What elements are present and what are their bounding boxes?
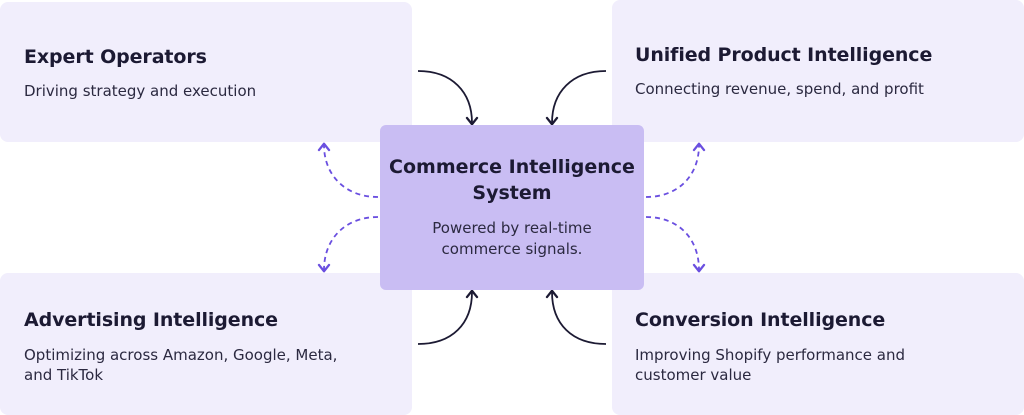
arrow-bottom-left-inbound: [417, 289, 479, 345]
arrow-right-down-outbound: [645, 216, 706, 273]
center-subtitle: Powered by real-time commerce signals.: [432, 219, 592, 258]
card-unified-product-intelligence: Unified Product Intelligence Connecting …: [612, 0, 1024, 142]
card-conversion-intelligence: Conversion Intelligence Improving Shopif…: [612, 273, 1024, 415]
card-description: Connecting revenue, spend, and profit: [635, 80, 924, 98]
card-title: Unified Product Intelligence: [635, 44, 933, 66]
arrow-right-up-outbound: [645, 142, 706, 198]
card-title: Expert Operators: [24, 46, 207, 68]
card-expert-operators: Expert Operators Driving strategy and ex…: [0, 2, 412, 142]
center-title: Commerce Intelligence System: [389, 156, 635, 204]
arrow-left-up-outbound: [317, 142, 379, 198]
card-advertising-intelligence: Advertising Intelligence Optimizing acro…: [0, 273, 412, 415]
arrow-left-down-outbound: [317, 216, 379, 273]
arrow-top-right-inbound: [545, 70, 607, 126]
center-system-box: Commerce Intelligence System Powered by …: [380, 125, 644, 290]
card-description: Improving Shopify performance and custom…: [635, 346, 906, 384]
card-title: Advertising Intelligence: [24, 309, 278, 331]
card-title: Conversion Intelligence: [635, 309, 886, 331]
card-description: Optimizing across Amazon, Google, Meta, …: [24, 346, 338, 384]
arrow-top-left-inbound: [417, 70, 479, 126]
card-description: Driving strategy and execution: [24, 82, 257, 100]
arrow-bottom-right-inbound: [545, 289, 607, 345]
